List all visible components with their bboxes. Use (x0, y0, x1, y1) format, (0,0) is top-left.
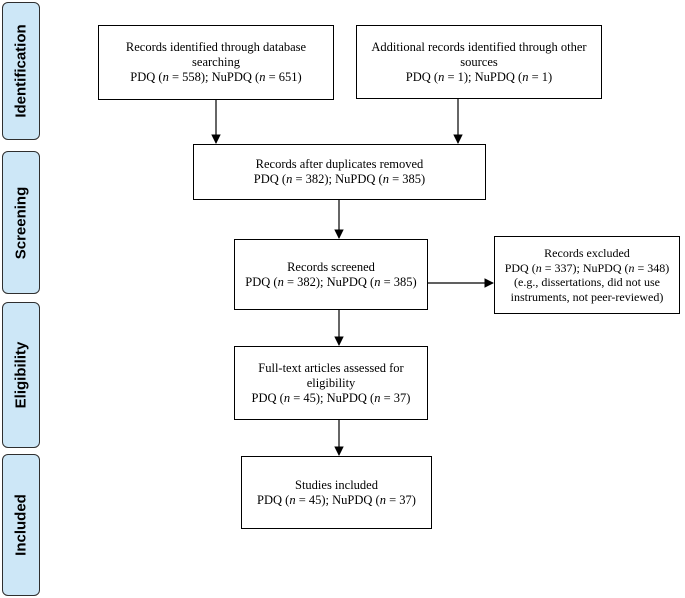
node-database-line1: Records identified through database (125, 40, 307, 54)
node-fulltext-line2: eligibility (306, 375, 356, 390)
node-duplicates-line1: Records after duplicates removed (255, 157, 424, 171)
phase-identification: Identification (2, 2, 40, 140)
node-records-screened: Records screened PDQ (n = 382); NuPDQ (n… (234, 239, 428, 310)
node-studies-included: Studies included PDQ (n = 45); NuPDQ (n … (241, 456, 432, 529)
node-records-excluded: Records excluded PDQ (n = 337); NuPDQ (n… (494, 236, 680, 314)
node-excluded-counts: PDQ (n = 337); NuPDQ (n = 348) (504, 260, 670, 275)
node-additional-counts: PDQ (n = 1); NuPDQ (n = 1) (405, 69, 553, 84)
node-excluded-line4: instruments, not peer-reviewed) (510, 289, 664, 304)
node-fulltext-assessed: Full-text articles assessed for eligibil… (234, 346, 428, 420)
node-screened-counts: PDQ (n = 382); NuPDQ (n = 385) (245, 274, 417, 289)
node-additional-records: Additional records identified through ot… (356, 25, 602, 99)
node-included-line1: Studies included (295, 477, 378, 492)
node-database-records: Records identified through database sear… (98, 25, 334, 100)
phase-eligibility: Eligibility (2, 302, 40, 448)
node-additional-line2: sources (460, 54, 498, 69)
node-included-counts: PDQ (n = 45); NuPDQ (n = 37) (257, 492, 416, 507)
node-database-counts: PDQ (n = 558); NuPDQ (n = 651) (130, 70, 302, 84)
node-database-line2: searching (192, 55, 240, 69)
node-duplicates-removed: Records after duplicates removed PDQ (n … (193, 144, 486, 200)
phase-screening: Screening (2, 151, 40, 294)
node-screened-line1: Records screened (287, 259, 375, 274)
node-excluded-line3: (e.g., dissertations, did not use (514, 275, 660, 289)
node-excluded-line1: Records excluded (544, 246, 630, 260)
node-fulltext-line1: Full-text articles assessed for (258, 360, 404, 375)
node-duplicates-counts: PDQ (n = 382); NuPDQ (n = 385) (253, 172, 426, 186)
node-additional-line1: Additional records identified through ot… (371, 39, 587, 54)
node-fulltext-counts: PDQ (n = 45); NuPDQ (n = 37) (251, 390, 411, 405)
phase-included: Included (2, 454, 40, 596)
